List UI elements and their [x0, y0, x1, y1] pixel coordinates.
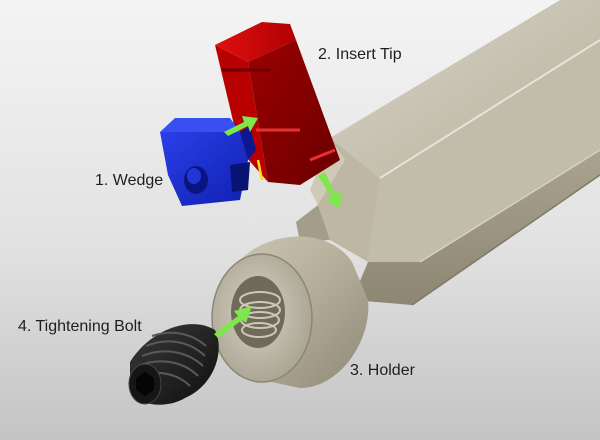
- holder-shaft: [296, 0, 600, 306]
- holder-head: [211, 236, 369, 388]
- arrow-wedge-to-tip: [224, 116, 258, 136]
- tightening-bolt-label: 4. Tightening Bolt: [18, 318, 142, 335]
- tightening-bolt-part: [128, 324, 219, 405]
- assembly-arrows: [214, 116, 341, 338]
- wedge-part: [160, 118, 256, 206]
- wedge-label: 1. Wedge: [95, 172, 164, 189]
- holder-label: 3. Holder: [350, 362, 415, 379]
- arrow-tip-to-holder: [318, 172, 341, 209]
- arrow-bolt-to-holder: [214, 306, 252, 338]
- insert-tip-label: 2. Insert Tip: [318, 46, 402, 63]
- bolt-thread: [135, 331, 207, 387]
